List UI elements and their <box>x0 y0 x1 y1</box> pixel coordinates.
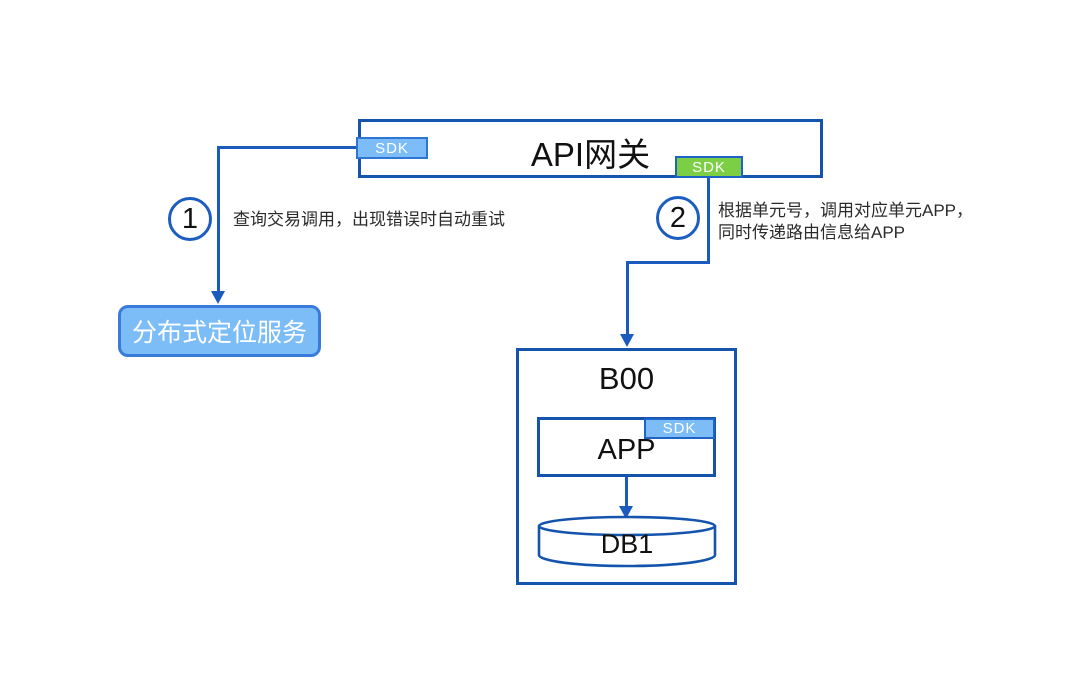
distributed-location-service-box: 分布式定位服务 <box>118 305 321 357</box>
step2-note-line2: 同时传递路由信息给APP <box>718 223 906 242</box>
step2-note-line1: 根据单元号，调用对应单元APP， <box>718 201 974 220</box>
step2-number-circle: 2 <box>656 196 700 240</box>
connector2-vertical-line-lower <box>626 261 629 341</box>
step1-number-circle: 1 <box>168 197 212 241</box>
step2-note: 根据单元号，调用对应单元APP， 同时传递路由信息给APP <box>718 200 973 244</box>
step1-note: 查询交易调用，出现错误时自动重试 <box>233 210 505 229</box>
app-db-connector-line <box>625 477 628 509</box>
api-gateway-box: API网关 <box>358 119 823 178</box>
connector1-vertical-line <box>217 146 220 293</box>
connector2-vertical-line-upper <box>707 178 710 264</box>
db-cylinder-icon <box>537 515 717 568</box>
app-label: APP <box>597 434 656 466</box>
gateway-sdk-left-badge: SDK <box>356 137 428 159</box>
api-gateway-title: API网关 <box>530 136 651 173</box>
connector1-arrowhead-icon <box>211 291 225 304</box>
connector2-arrowhead-icon <box>620 334 634 347</box>
connector2-horizontal-line <box>626 261 710 264</box>
gateway-sdk-right-badge: SDK <box>675 156 743 178</box>
db-label: DB1 <box>600 529 654 559</box>
app-sdk-badge: SDK <box>644 418 715 439</box>
connector1-horizontal-line <box>217 146 356 149</box>
unit-b00-title: B00 <box>598 361 655 396</box>
